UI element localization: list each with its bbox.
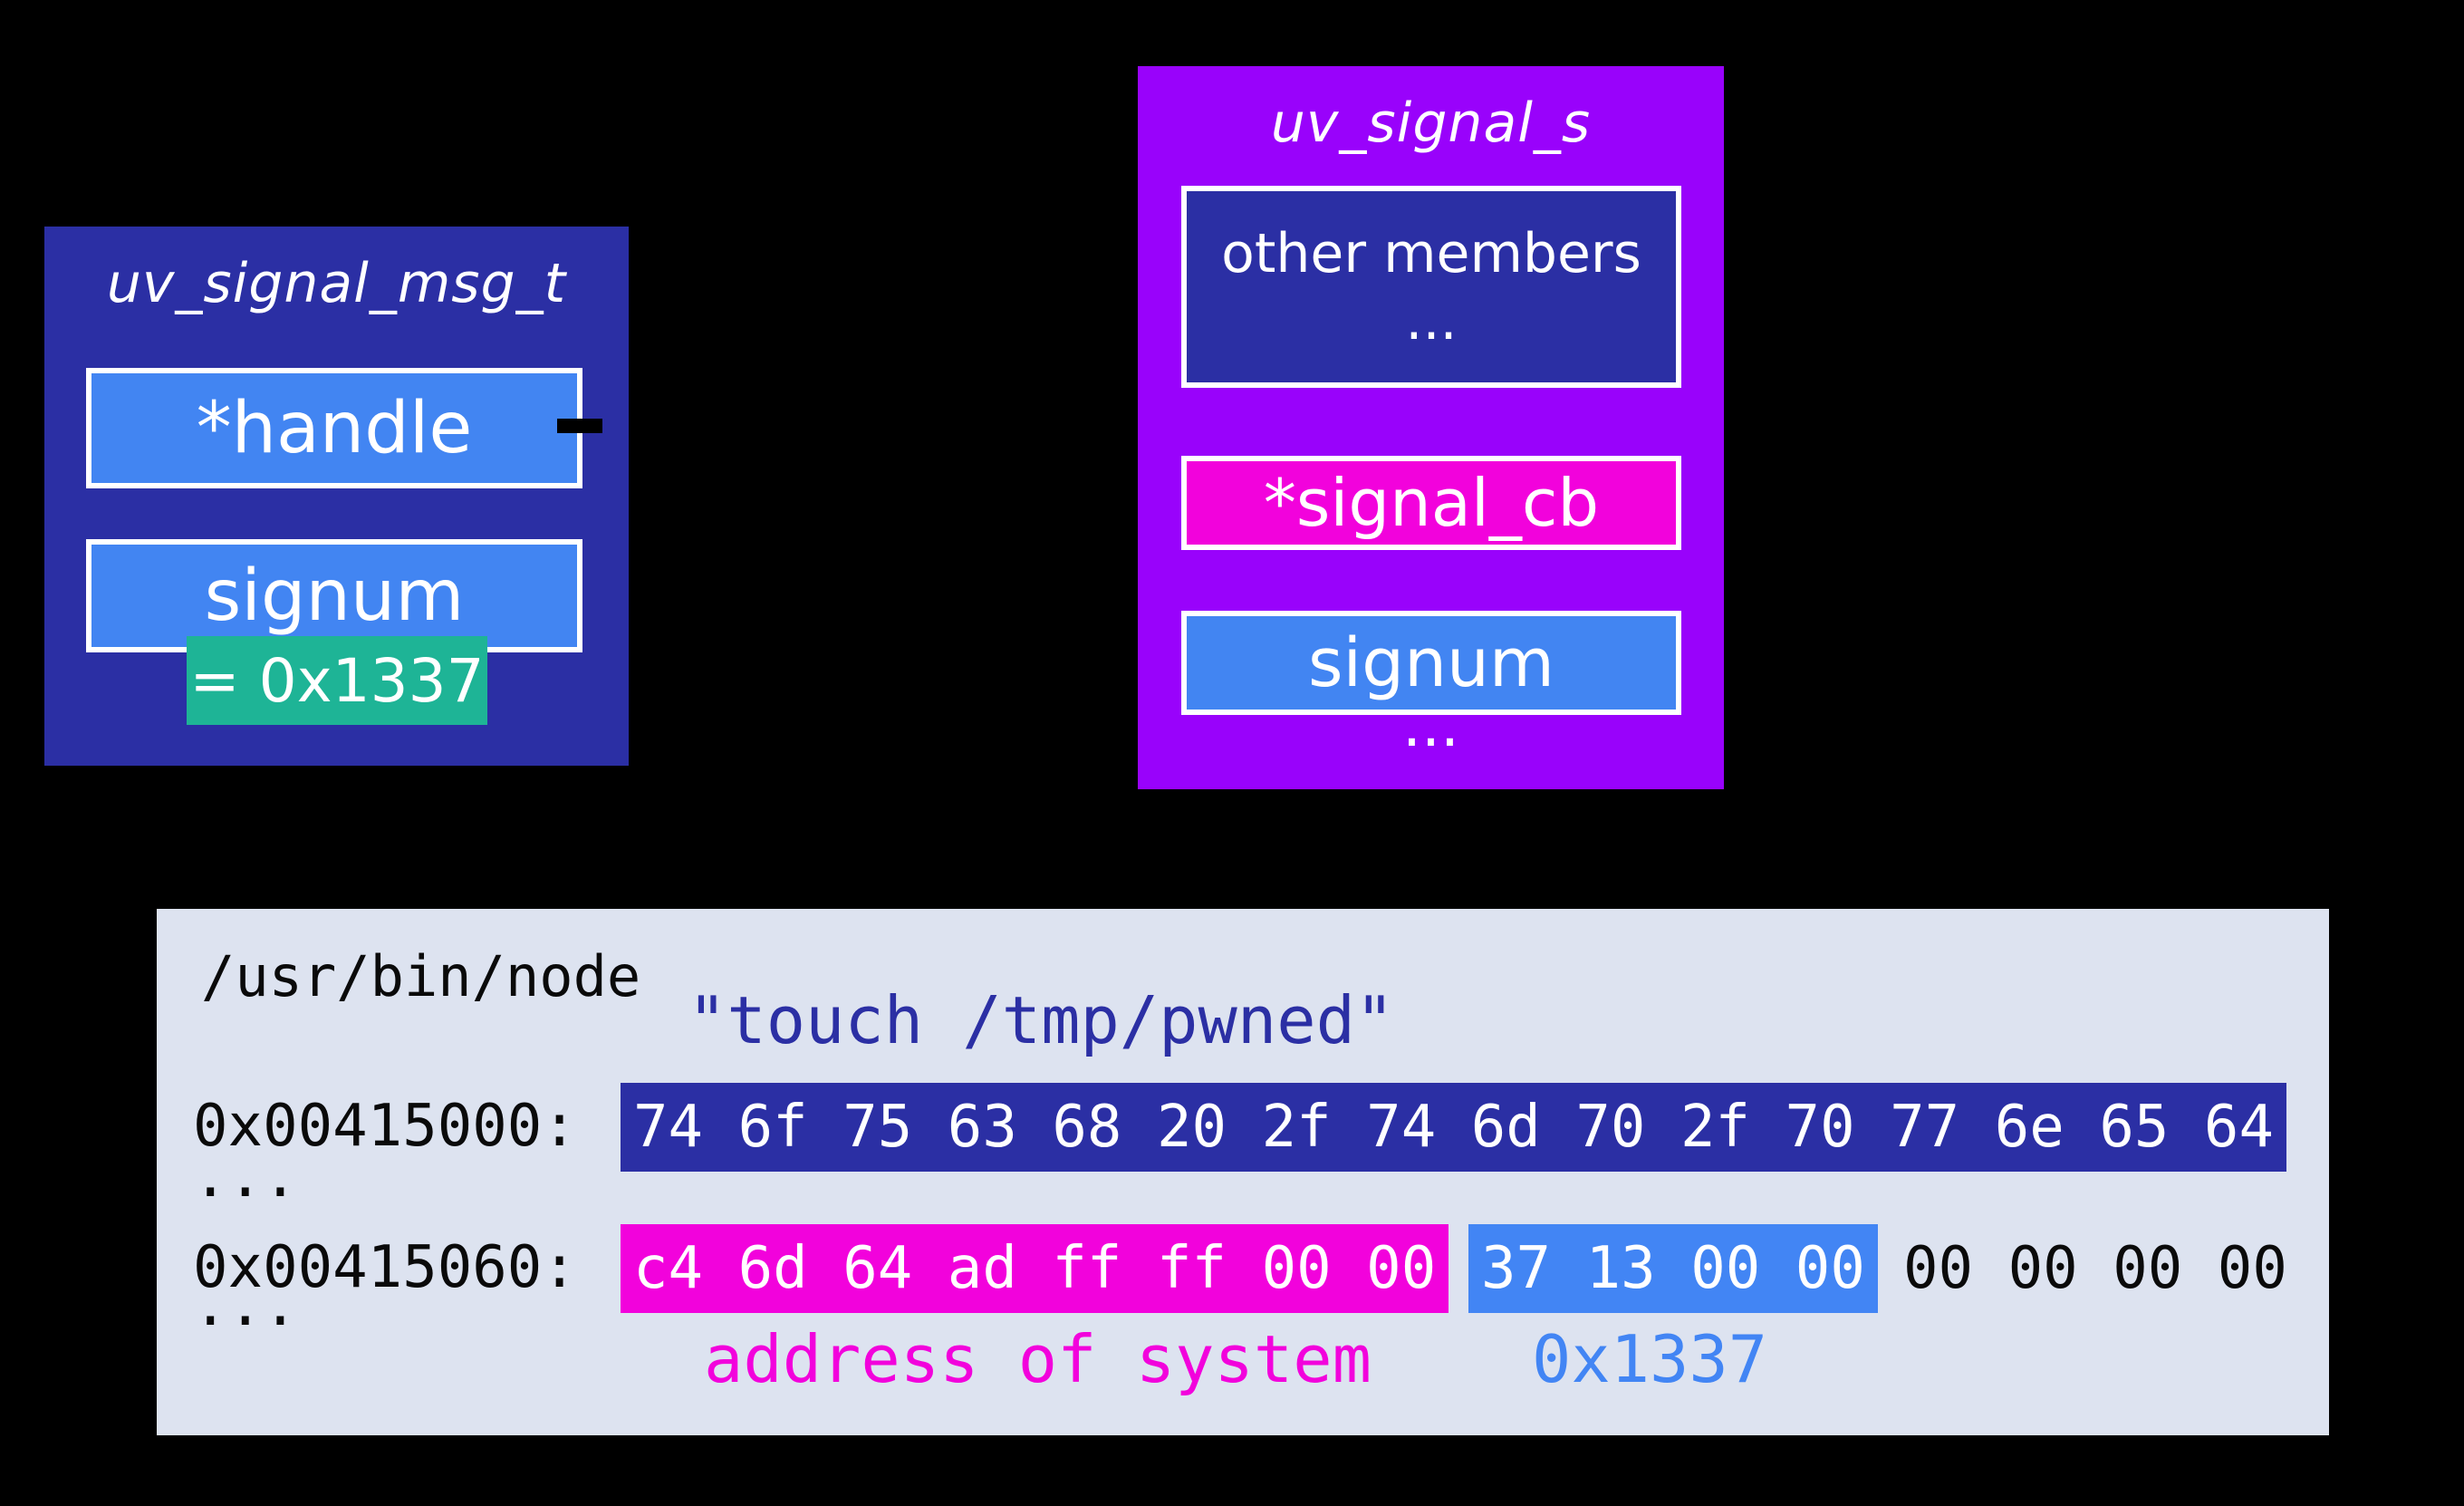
handle-pointer-dash: [557, 419, 602, 433]
other-members-field: other members ...: [1181, 186, 1681, 388]
uv-signal-s-title: uv_signal_s: [1270, 92, 1592, 155]
handle-field-label: *handle: [196, 387, 473, 469]
caption-address-of-system: address of system: [704, 1321, 1372, 1397]
hex-bytes-signum-highlight: 37 13 00 00: [1468, 1224, 1878, 1313]
signum-value-text: = 0x1337: [189, 645, 485, 716]
handle-field: *handle: [86, 368, 582, 488]
ellipsis-row2: ...: [193, 1272, 298, 1339]
other-members-ellipsis: ...: [1405, 288, 1458, 352]
caption-0x1337: 0x1337: [1532, 1321, 1768, 1397]
memory-dump-panel: /usr/bin/node "touch /tmp/pwned" 0x00415…: [157, 909, 2329, 1435]
uv-signal-s-struct: uv_signal_s other members ... *signal_cb…: [1138, 66, 1724, 789]
command-string: "touch /tmp/pwned": [688, 982, 1395, 1058]
ellipsis-row1: ...: [193, 1144, 298, 1211]
other-members-label: other members: [1221, 221, 1641, 285]
hex-bytes-system-address-highlight: c4 6d 64 ad ff ff 00 00: [621, 1224, 1449, 1313]
signal-cb-field: *signal_cb: [1181, 456, 1681, 550]
signum-field-label: signum: [204, 555, 465, 637]
signal-signum-field: signum: [1181, 611, 1681, 715]
address-row2: 0x00415060:: [193, 1234, 577, 1301]
signum-field: signum: [86, 539, 582, 652]
hex-bytes-command-highlight: 74 6f 75 63 68 20 2f 74 6d 70 2f 70 77 6…: [621, 1083, 2286, 1172]
uv-signal-msg-t-title: uv_signal_msg_t: [106, 252, 567, 315]
hex-bytes-padding: 00 00 00 00: [1903, 1235, 2287, 1302]
signal-signum-label: signum: [1308, 623, 1554, 702]
address-row1: 0x00415000:: [193, 1093, 577, 1160]
signum-value-badge: = 0x1337: [187, 636, 487, 725]
binary-path: /usr/bin/node: [201, 943, 641, 1009]
uv-signal-msg-t-struct: uv_signal_msg_t *handle signum = 0x1337: [44, 227, 629, 766]
struct-ellipsis: ...: [1402, 690, 1459, 760]
signal-cb-label: *signal_cb: [1263, 465, 1600, 541]
